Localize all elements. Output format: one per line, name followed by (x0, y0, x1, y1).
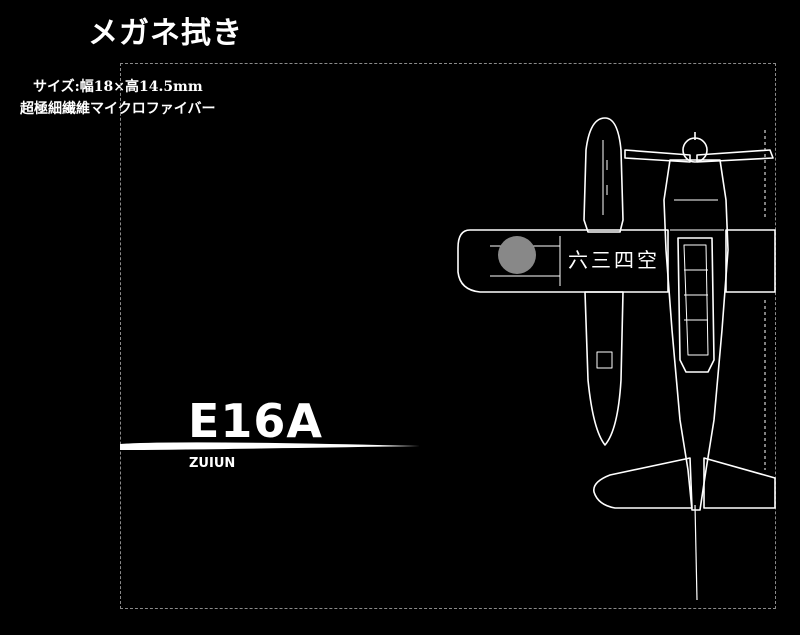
cloth-outline (120, 63, 776, 609)
tail-code: 六三四空 (568, 248, 660, 272)
fuselage (663, 159, 729, 511)
upper-float (583, 117, 624, 233)
spec-material: 超極細繊維マイクロファイバー (20, 101, 216, 117)
left-wing (457, 229, 669, 293)
spec-size: サイズ:幅18×高14.5mm (33, 79, 203, 95)
lower-float (584, 291, 624, 446)
spinner (682, 137, 708, 163)
hinomaru-emblem (498, 236, 536, 274)
right-wing-stub (725, 229, 776, 293)
left-stabilizer (593, 457, 693, 509)
model-name: E16A (188, 394, 324, 448)
swoosh-line (120, 442, 420, 450)
product-title: メガネ拭き (88, 16, 243, 51)
aircraft-name: ZUIUN (189, 456, 236, 471)
canopy (677, 237, 715, 373)
right-stabilizer (703, 457, 776, 509)
